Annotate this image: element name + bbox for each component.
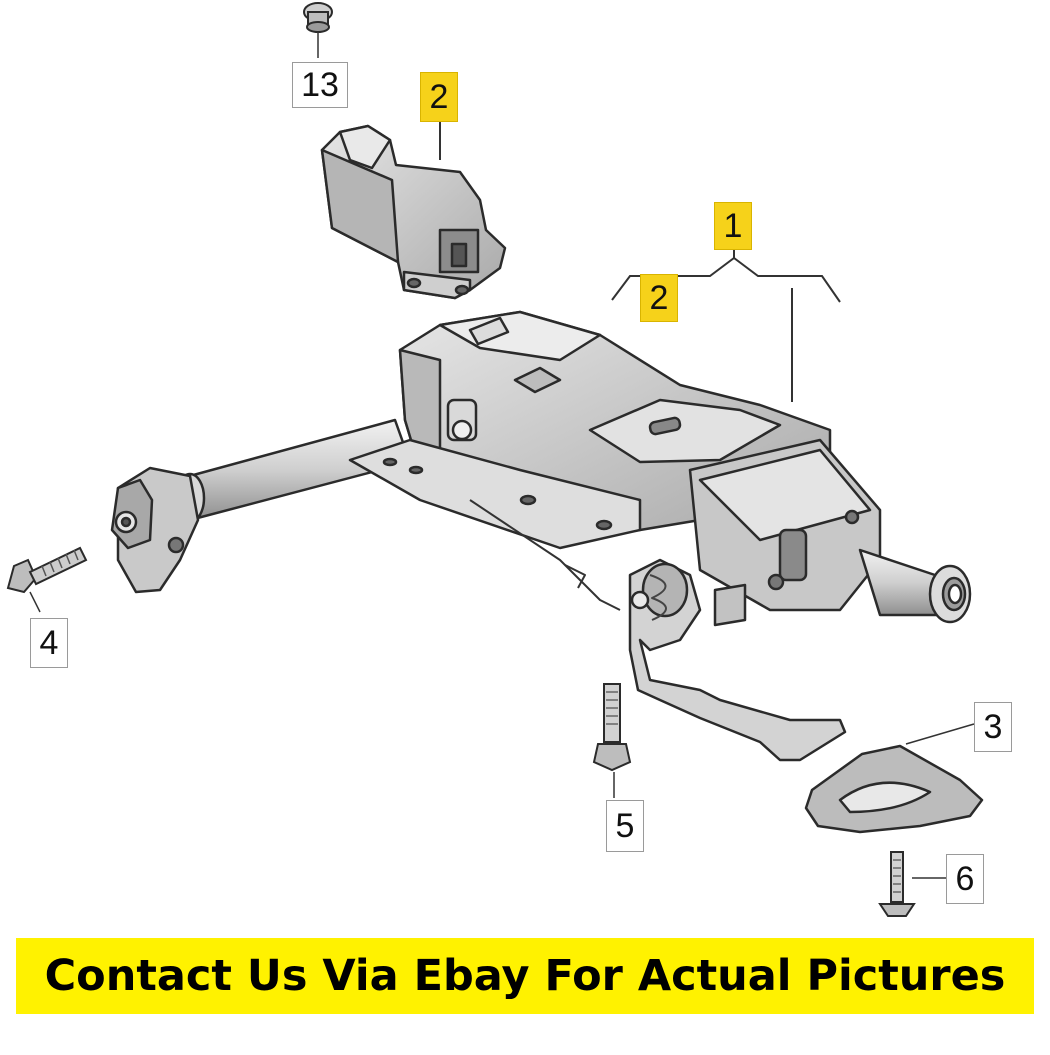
part-4-bolt (6, 546, 88, 613)
callout-4: 4 (30, 618, 68, 668)
callout-2-top: 2 (420, 72, 458, 122)
part-3-trim-cover (804, 723, 984, 834)
part-2-module (320, 118, 507, 300)
callout-3: 3 (974, 702, 1012, 752)
part-6-screw (878, 851, 946, 917)
callout-1-bracket (611, 250, 841, 402)
part-13-nut (303, 2, 333, 58)
contact-banner: Contact Us Via Ebay For Actual Pictures (16, 938, 1034, 1014)
callout-1: 1 (714, 202, 752, 250)
callout-5: 5 (606, 800, 644, 852)
callout-2-mid: 2 (640, 274, 678, 322)
callout-6: 6 (946, 854, 984, 904)
part-5-bolt (592, 683, 632, 798)
part-1-steering-column (110, 310, 972, 762)
banner-text: Contact Us Via Ebay For Actual Pictures (44, 951, 1006, 1001)
callout-13: 13 (292, 62, 348, 108)
